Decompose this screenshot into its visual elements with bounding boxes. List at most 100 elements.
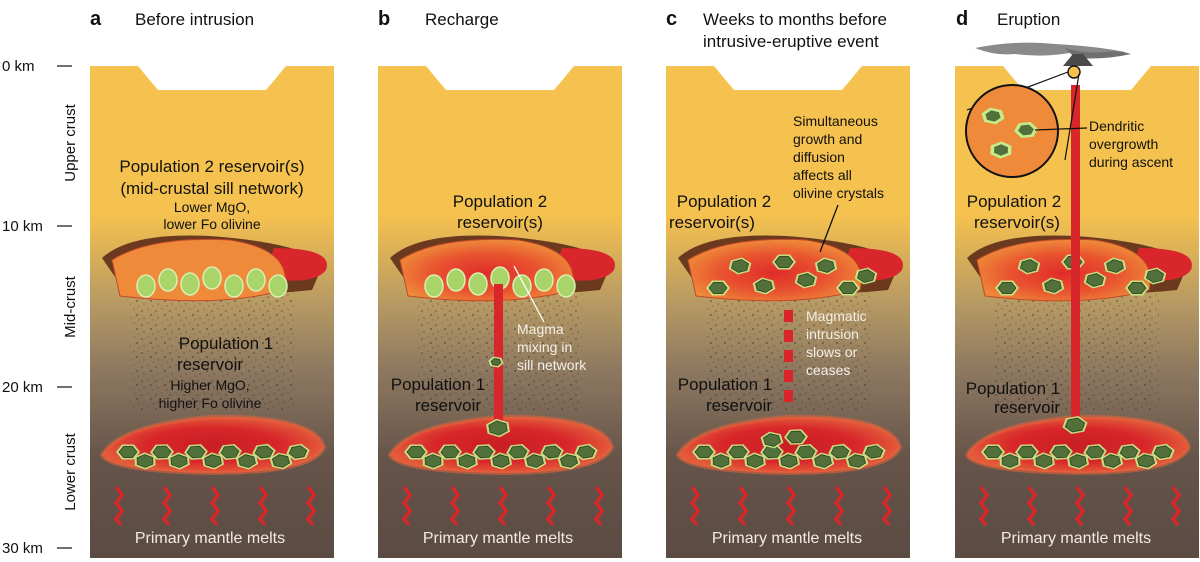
depth-label-10: 10 km [2,218,43,235]
crust-zone-labels: Upper crust Mid-crust Lower crust [62,103,79,510]
panel-b-header: b Recharge [378,8,499,30]
olivine-crystal-light [224,274,244,298]
intrusion-label-3: slows or [806,344,858,360]
intrusion-label-2: intrusion [806,326,859,342]
olivine-crystal-light [424,274,444,298]
olivine-crystal [492,454,510,468]
pop1-label-b-2: reservoir [415,396,481,415]
olivine-crystal [1001,454,1019,468]
olivine-crystal [786,430,806,444]
stalled-conduit-segment [784,350,793,362]
olivine-crystal [997,281,1017,295]
panel-title-c-line2: intrusive-eruptive event [703,32,879,51]
olivine-crystal [780,454,798,468]
zone-lower-crust: Lower crust [62,432,79,510]
mantle-feeder-zigzag [737,485,749,527]
pop1-label-b-1: Population 1 [391,375,486,394]
growth-label-1: Simultaneous [793,113,878,129]
depth-label-30: 30 km [2,540,43,557]
olivine-crystal [708,281,728,295]
olivine-crystal [1106,259,1124,273]
olivine-crystal [1069,454,1087,468]
olivine-crystal-light [136,274,156,298]
olivine-crystal [1017,445,1037,459]
mantle-feeder-zigzag [1170,485,1182,527]
panel-c-header: c Weeks to months before intrusive-erupt… [666,8,887,51]
stalled-conduit-segment [784,310,793,322]
dendritic-leader-line [1034,127,1088,131]
panel-title-d: Eruption [997,10,1060,29]
dendritic-label-2: overgrowth [1089,136,1158,152]
mantle-feeder-zigzag [593,485,605,527]
panel-b-labels: Population 2 reservoir(s) Magma mixing i… [391,192,588,415]
olivine-crystal [1051,445,1071,459]
olivine-crystal [474,445,494,459]
mixing-label-3: sill network [517,357,587,373]
panel-c-body [666,66,910,558]
olivine-crystal [814,454,832,468]
olivine-crystal [694,445,714,459]
olivine-crystal [762,433,782,447]
olivine-crystal-light [534,268,554,292]
mantle-label-a: Primary mantle melts [135,530,285,547]
panel-c-labels: Simultaneous growth and diffusion affect… [669,113,884,415]
mantle-label-c: Primary mantle melts [712,530,862,547]
mantle-feeder-zigzag [545,485,557,527]
olivine-crystal-light [202,266,222,290]
olivine-crystal [508,445,528,459]
olivine-crystal-light [468,272,488,296]
pop2-label-d-2: reservoir(s) [974,213,1060,232]
olivine-crystal [755,279,773,293]
eruptive-conduit [1071,85,1080,425]
inset-olivine-dendritic [994,144,1008,156]
olivine-crystal [406,445,426,459]
olivine-crystal [186,445,206,459]
zone-mid-crust: Mid-crust [62,275,79,338]
pop1-detail-a-1: Higher MgO, [170,377,249,393]
panel-d-labels: Dendritic overgrowth during ascent Popul… [966,118,1173,417]
olivine-crystal [797,273,815,287]
mantle-feeder-zigzag [305,485,317,527]
olivine-crystal [271,454,291,468]
olivine-crystal-light [556,274,576,298]
pop2-label-b-2: reservoir(s) [457,213,543,232]
olivine-crystal [830,445,850,459]
olivine-crystal [1044,279,1062,293]
pop2-detail-a-2: lower Fo olivine [163,216,260,232]
olivine-crystal [731,259,749,273]
inset-olivine-dendritic [985,110,1001,122]
olivine-crystal [746,454,764,468]
panels-layer [90,66,1199,558]
mantle-feeder-zigzag [833,485,845,527]
mantle-label-d: Primary mantle melts [1001,530,1151,547]
olivine-crystal [983,445,1003,459]
olivine-crystal [796,445,816,459]
olivine-crystal [136,454,154,468]
mantle-feeder-zigzag [113,485,125,527]
olivine-crystal [817,259,835,273]
olivine-crystal [774,255,794,269]
inset-olivine-dendritic [1018,124,1034,136]
population-2-sill [687,238,862,302]
olivine-crystal [1136,454,1156,468]
olivine-crystal [288,445,308,459]
pop1-label-a-2: reservoir [177,355,243,374]
magnifier-line [1064,73,1080,161]
magnifier-inset [965,84,1059,178]
pop2-label-b-1: Population 2 [453,192,548,211]
intrusion-label-1: Magmatic [806,308,867,324]
olivine-crystal [1103,454,1121,468]
olivine-crystal [542,445,562,459]
olivine-crystal [458,454,476,468]
panel-d-body [955,66,1199,558]
mantle-label-b: Primary mantle melts [423,530,573,547]
olivine-crystal-light [446,268,466,292]
stalled-conduit-segment [784,330,793,342]
panel-d-eruption-extra [965,42,1131,178]
pop1-label-a-1: Population 1 [179,334,274,353]
olivine-crystal [838,281,858,295]
mantle-feeder-zigzag [161,485,173,527]
pop1-label-c-2: reservoir [706,396,772,415]
crystal-mush-speckle [130,290,294,410]
olivine-crystal [1153,445,1173,459]
